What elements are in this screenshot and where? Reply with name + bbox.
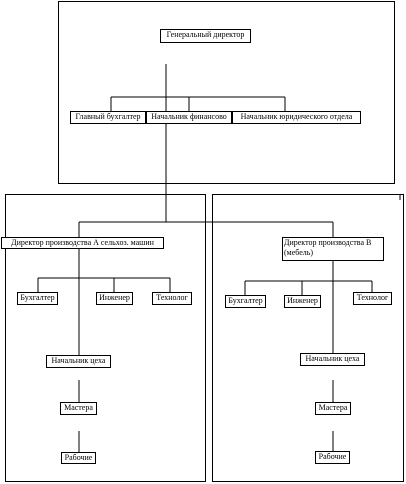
division-b-frame (212, 194, 404, 482)
node-b-workers: Рабочие (315, 451, 350, 464)
node-a-masters: Мастера (60, 402, 97, 415)
node-a-technologist: Технолог (152, 292, 192, 305)
division-a-frame (5, 194, 206, 482)
node-b-technologist: Технолог (353, 292, 392, 305)
top-management-frame (58, 1, 395, 184)
node-b-engineer: Инженер (284, 295, 321, 308)
node-director-division-a: Директор производства А сельхоз. машин (1, 237, 164, 249)
node-general-director: Генеральный директор (160, 29, 251, 43)
node-director-division-b: Директор производства В (мебель) (282, 237, 384, 261)
node-a-workers: Рабочие (61, 452, 96, 464)
node-finance-head: Начальник финансово (146, 111, 232, 124)
node-b-shop-head: Начальник цеха (300, 353, 365, 366)
node-legal-head: Начальник юридического отдела (232, 111, 361, 124)
node-b-accountant: Бухгалтер (225, 295, 266, 308)
node-a-shop-head: Начальник цеха (46, 355, 111, 368)
node-b-masters: Мастера (315, 402, 351, 415)
node-a-engineer: Инженер (96, 292, 133, 305)
node-a-accountant: Бухгалтер (17, 292, 58, 305)
node-chief-accountant: Главный бухгалтер (70, 111, 146, 124)
